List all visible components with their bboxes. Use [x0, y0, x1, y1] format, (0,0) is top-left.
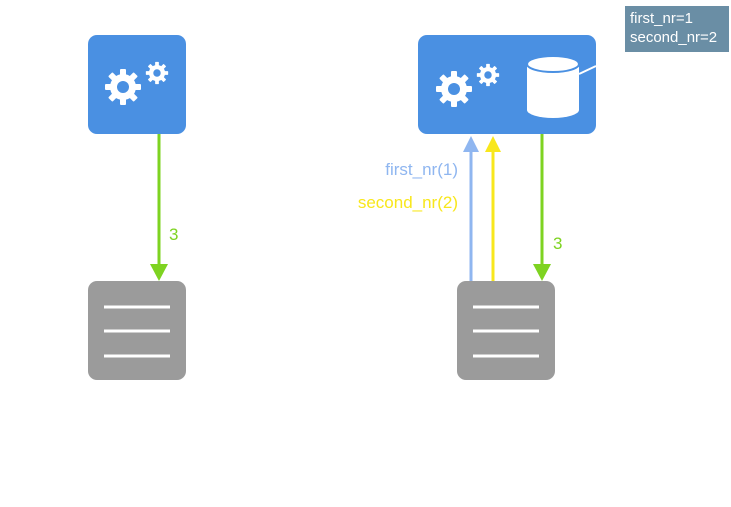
second-call-label: second_nr(2)	[358, 193, 458, 212]
first-call-arrow	[463, 136, 479, 281]
list-lines-icon	[473, 305, 539, 358]
left-client-node	[88, 281, 186, 380]
second-call-arrow	[485, 136, 501, 281]
state-line-first: first_nr=1	[630, 10, 693, 27]
right-return-arrow	[533, 134, 551, 281]
right-client-node	[457, 281, 555, 380]
list-lines-icon	[104, 305, 170, 358]
gears-icon	[105, 61, 169, 105]
state-line-second: second_nr=2	[630, 29, 718, 46]
left-arrow-label: 3	[169, 225, 178, 244]
state-box: first_nr=1 second_nr=2	[625, 6, 729, 52]
gears-icon	[436, 63, 500, 107]
left-service-node	[88, 35, 186, 134]
right-service-node	[418, 35, 597, 134]
first-call-label: first_nr(1)	[385, 160, 458, 179]
left-return-arrow	[150, 134, 168, 281]
database-icon	[526, 55, 597, 118]
right-arrow-label: 3	[553, 234, 562, 253]
